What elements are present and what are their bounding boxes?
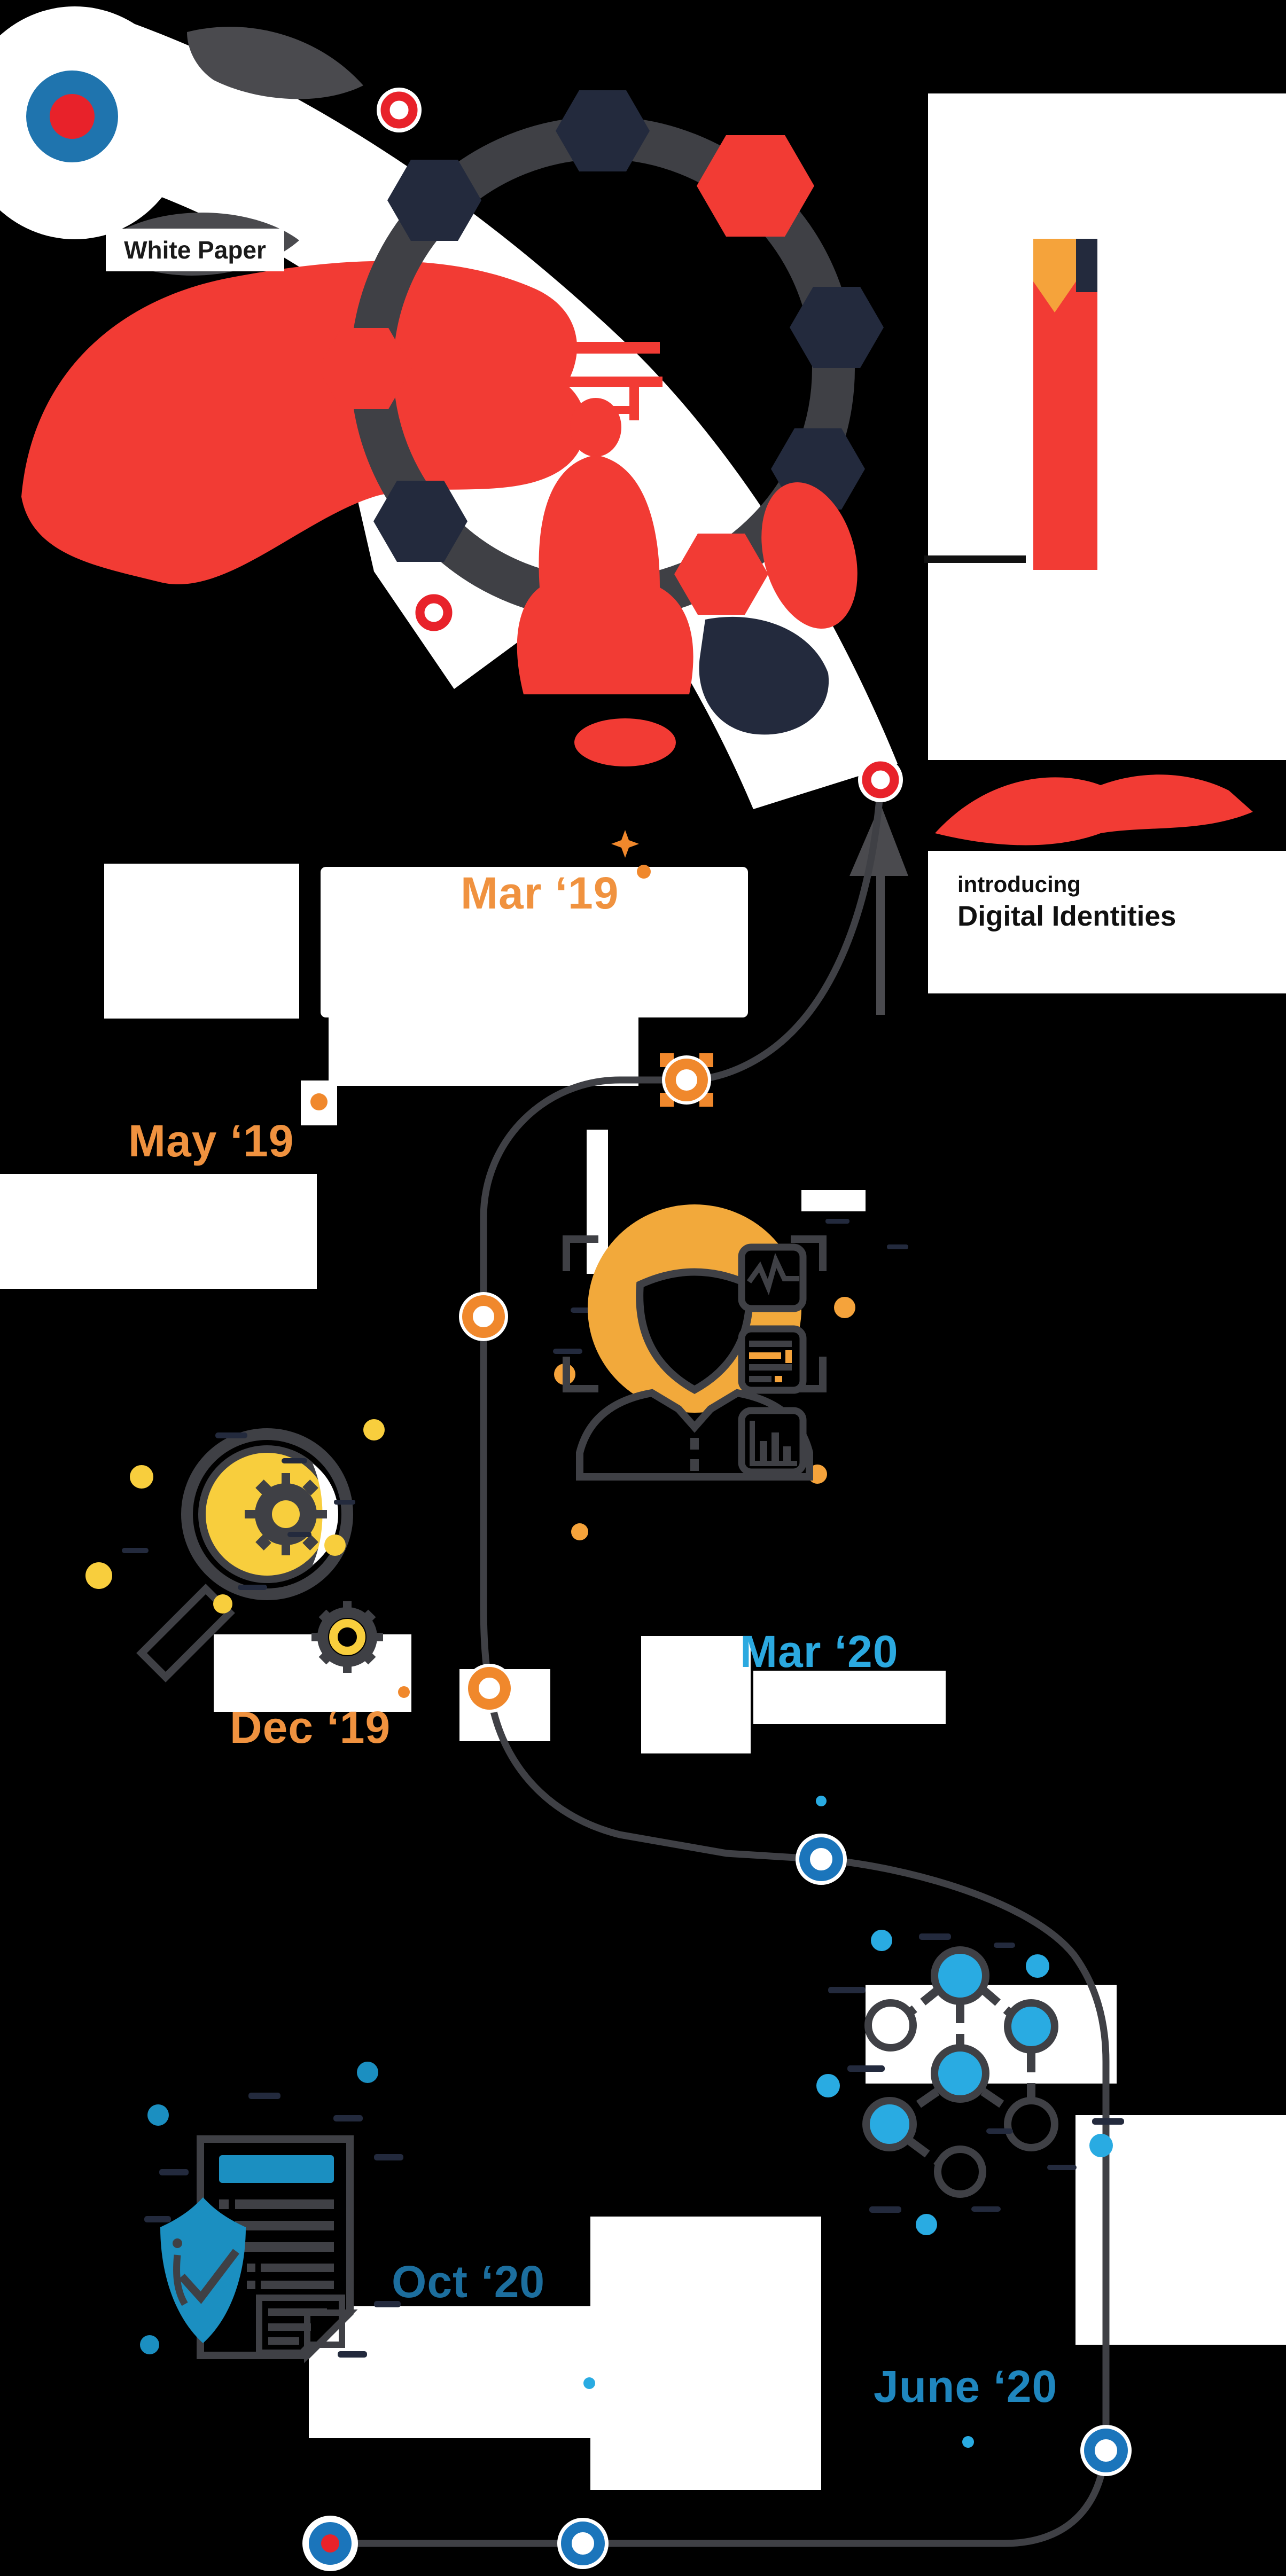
- document-lines: [219, 2199, 334, 2289]
- blue-dots: [583, 1796, 974, 2448]
- document-inset: [256, 2295, 345, 2356]
- timeline-node-orange-mid: [459, 1292, 508, 1341]
- white-cards: [0, 93, 1286, 2490]
- timeline-node-blue-june: [1080, 2425, 1132, 2476]
- ring-center-figure: [517, 342, 858, 766]
- face: [636, 1268, 753, 1395]
- hexagon-ring-illustration: [318, 90, 884, 766]
- barchart-glyph: [750, 1421, 797, 1466]
- logo-gray-swoosh: [187, 27, 363, 99]
- sparkle-icon: [310, 830, 651, 1698]
- roadmap-path: [330, 787, 1110, 2547]
- timeline-node-red-2019: [858, 757, 903, 802]
- small-gear-icon: [311, 1601, 383, 1673]
- scan-brackets: [563, 1235, 827, 1392]
- lens-gear: [245, 1473, 327, 1555]
- scatter-dashes: [828, 1933, 1124, 2213]
- scatter-dashes: [144, 2093, 403, 2358]
- flag-underline: [924, 555, 1026, 563]
- milestone-label-mar19: Mar ‘19: [461, 868, 619, 918]
- scatter-dashes: [122, 1432, 355, 1590]
- hexagon-red: [318, 135, 814, 615]
- intro-line1: introducing: [957, 872, 1081, 897]
- check-mark: [178, 2249, 239, 2304]
- intro-text: introducing Digital Identities: [957, 871, 1176, 934]
- logo-red-blob: [21, 261, 586, 585]
- network-nodes: [862, 1946, 1058, 2198]
- list-glyph: [749, 1341, 792, 1382]
- milestone-label-mar20: Mar ‘20: [740, 1626, 899, 1677]
- year-2019-wordmark: [849, 774, 1253, 1015]
- flag-banner-icon: [924, 239, 1097, 570]
- timeline-node-orange-dec: [465, 1664, 514, 1713]
- check-shield: [160, 2197, 246, 2343]
- network-links: [904, 1984, 1035, 2166]
- milestone-label-june20: June ‘20: [874, 2361, 1058, 2411]
- network-nodes-illustration: [816, 1930, 1124, 2235]
- scatter: [85, 1419, 385, 1614]
- timeline-node-blue-oct: [557, 2518, 609, 2569]
- intro-line2: Digital Identities: [957, 900, 1176, 932]
- milestone-label-may19: May ‘19: [128, 1116, 294, 1166]
- white-paper-tag: White Paper: [106, 229, 284, 271]
- scatter: [140, 2062, 378, 2354]
- magnifier-gear-illustration: [85, 1419, 385, 1682]
- timeline-node-end: [302, 2516, 358, 2571]
- pulse-glyph: [746, 1252, 799, 1296]
- document-header: [219, 2155, 334, 2183]
- timeline-node-blue-mar20: [796, 1834, 847, 1885]
- timeline-node-orange-may: [660, 1053, 713, 1107]
- timeline-node-red-top: [377, 88, 422, 132]
- milestone-label-dec19: Dec ‘19: [230, 1702, 391, 1752]
- face-scan-illustration: [553, 1204, 908, 1540]
- document-shield-illustration: [140, 2062, 403, 2363]
- scatter: [816, 1930, 1113, 2235]
- milestone-label-oct20: Oct ‘20: [392, 2257, 545, 2307]
- timeline-node-red-mid: [411, 590, 456, 635]
- bullseye-logo-icon: [26, 71, 118, 162]
- ring-navy-blob: [699, 616, 829, 735]
